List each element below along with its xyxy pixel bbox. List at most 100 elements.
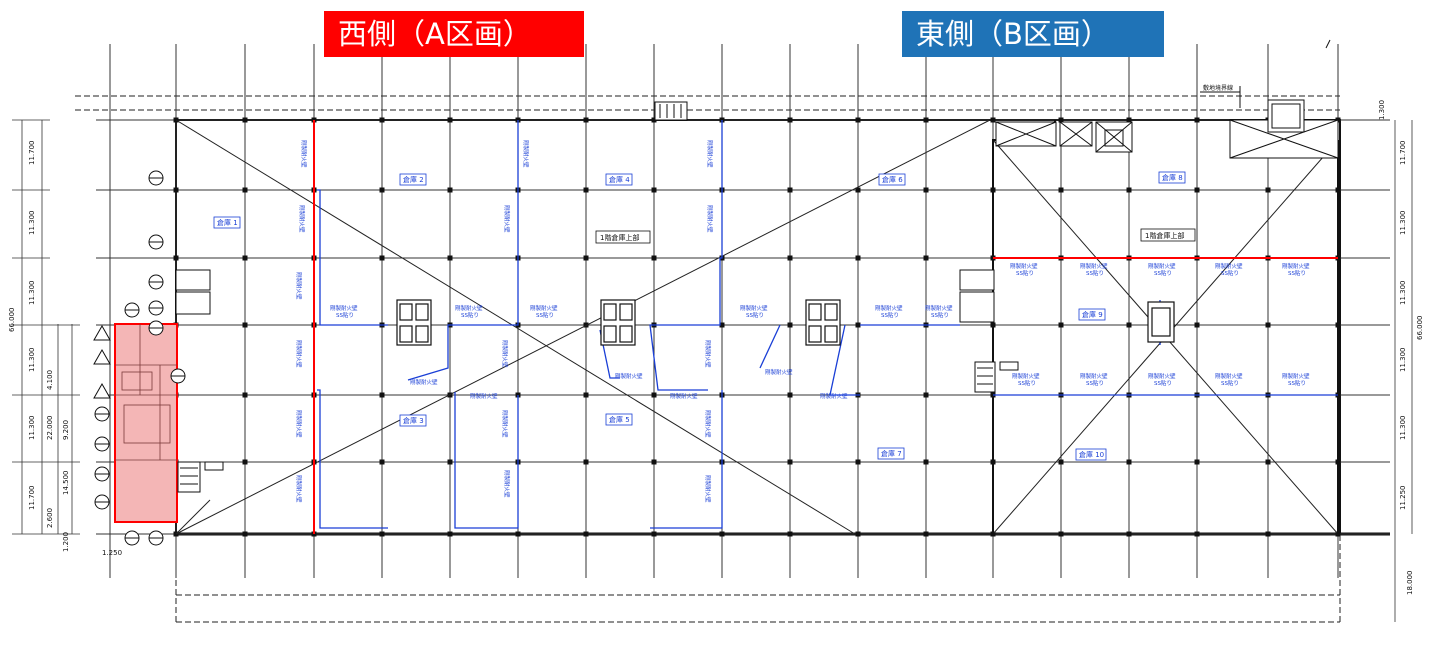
dim-right-bottom: 18.000: [1406, 571, 1414, 596]
fire-wall-label: 剛製耐火壁: [455, 304, 483, 312]
dim-row-3: 11.300: [28, 281, 36, 306]
column-marker: [787, 117, 793, 123]
column-marker: [1126, 322, 1132, 328]
fire-wall-label: 剛製耐火壁: [1012, 372, 1040, 380]
highlighted-core-room: [114, 323, 178, 523]
column-marker: [447, 255, 453, 261]
fire-wall-ss-label: SS貼り: [1016, 269, 1034, 277]
column-marker: [990, 117, 996, 123]
column-marker: [787, 322, 793, 328]
fire-wall-label-vertical: 剛製耐火壁: [295, 340, 303, 368]
fire-wall-label-vertical: 剛製耐火壁: [300, 140, 308, 168]
column-marker: [651, 117, 657, 123]
fire-wall-ss-label: SS貼り: [881, 311, 899, 319]
fire-wall-label-vertical: 剛製耐火壁: [503, 470, 511, 498]
column-marker: [583, 187, 589, 193]
fire-wall-labels: 剛製耐火壁SS貼り剛製耐火壁SS貼り剛製耐火壁SS貼り剛製耐火壁SS貼り剛製耐火…: [295, 140, 1310, 503]
column-marker: [583, 531, 589, 537]
fire-wall-label-vertical: 剛製耐火壁: [706, 140, 714, 168]
fire-wall-label: 剛製耐火壁: [530, 304, 558, 312]
column-marker: [583, 255, 589, 261]
left-dimension-lines: [12, 119, 1413, 622]
dim-left-stack-1: 22.000: [46, 416, 54, 441]
column-marker: [173, 187, 179, 193]
column-marker: [1058, 322, 1064, 328]
column-marker: [651, 531, 657, 537]
column-marker: [173, 255, 179, 261]
warehouse-label-1: 倉庫 1: [217, 218, 238, 227]
elevator-shafts: [396, 299, 1175, 346]
column-marker: [379, 187, 385, 193]
dimension-texts: 66.000 11.700 11.300 11.300 11.300 11.30…: [8, 84, 1424, 595]
column-marker: [787, 459, 793, 465]
level-triangles: [93, 324, 111, 399]
column-marker: [651, 392, 657, 398]
fire-wall-label: 剛製耐火壁: [1080, 262, 1108, 270]
column-marker: [719, 322, 725, 328]
fire-wall-label: 剛製耐火壁: [1148, 262, 1176, 270]
column-marker: [379, 392, 385, 398]
fire-wall-label: 剛製耐火壁: [765, 368, 793, 376]
core-room-interior: [115, 324, 177, 461]
dim-left-stack-6: 1.200: [62, 532, 70, 552]
fire-wall-label: 剛製耐火壁: [1215, 372, 1243, 380]
column-marker: [447, 187, 453, 193]
column-marker: [855, 531, 861, 537]
warehouse-label-3: 倉庫 3: [403, 416, 424, 425]
column-marker: [515, 531, 521, 537]
fire-wall-ss-label: SS貼り: [336, 311, 354, 319]
column-marker: [1194, 322, 1200, 328]
fire-wall-label: 剛製耐火壁: [615, 372, 643, 380]
column-marker: [855, 322, 861, 328]
warehouse-label-2: 倉庫 2: [403, 175, 424, 184]
column-marker: [242, 459, 248, 465]
column-marker: [379, 117, 385, 123]
warehouse-label-9: 倉庫 9: [1082, 310, 1103, 319]
column-marker: [787, 255, 793, 261]
column-marker: [447, 117, 453, 123]
column-marker: [242, 117, 248, 123]
dim-top-right: 1.300: [1378, 100, 1386, 120]
fire-wall-label-vertical: 剛製耐火壁: [295, 475, 303, 503]
column-marker: [787, 392, 793, 398]
fire-wall-ss-label: SS貼り: [1086, 269, 1104, 277]
fire-wall-label: 剛製耐火壁: [1282, 262, 1310, 270]
fire-wall-label-vertical: 剛製耐火壁: [704, 410, 712, 438]
blue-fire-walls: [317, 120, 1338, 529]
dim-row-5: 11.300: [28, 416, 36, 441]
dim-right-row-4: 11.300: [1399, 348, 1407, 373]
column-marker: [242, 187, 248, 193]
fire-wall-ss-label: SS貼り: [746, 311, 764, 319]
column-marker: [787, 187, 793, 193]
fire-wall-label: 剛製耐火壁: [820, 392, 848, 400]
column-marker: [447, 531, 453, 537]
column-marker: [1126, 531, 1132, 537]
fire-wall-label-vertical: 剛製耐火壁: [295, 272, 303, 300]
fire-wall-ss-label: SS貼り: [536, 311, 554, 319]
fire-wall-ss-label: SS貼り: [1154, 269, 1172, 277]
fire-wall-ss-label: SS貼り: [1221, 269, 1239, 277]
fire-wall-ss-label: SS貼り: [1018, 379, 1036, 387]
column-marker: [1194, 531, 1200, 537]
dim-right-row-2: 11.300: [1399, 211, 1407, 236]
top-equipment-rooms: [654, 99, 1339, 159]
fire-wall-label: 剛製耐火壁: [410, 378, 438, 386]
column-marker: [1265, 187, 1271, 193]
column-marker: [379, 255, 385, 261]
column-marker: [1126, 117, 1132, 123]
column-marker: [923, 531, 929, 537]
column-marker: [379, 531, 385, 537]
upper-floor-label-east: 1階倉庫上部: [1145, 231, 1184, 240]
fire-wall-label: 剛製耐火壁: [1010, 262, 1038, 270]
fire-wall-ss-label: SS貼り: [1154, 379, 1172, 387]
fire-wall-label: 剛製耐火壁: [1282, 372, 1310, 380]
column-marker: [583, 459, 589, 465]
dim-left-stack-5: 2.600: [46, 508, 54, 528]
column-marker: [1265, 459, 1271, 465]
fire-wall-label: 剛製耐火壁: [875, 304, 903, 312]
column-marker: [923, 392, 929, 398]
dim-right-row-1: 11.700: [1399, 141, 1407, 166]
fire-wall-label-vertical: 剛製耐火壁: [503, 205, 511, 233]
column-marker: [1194, 459, 1200, 465]
